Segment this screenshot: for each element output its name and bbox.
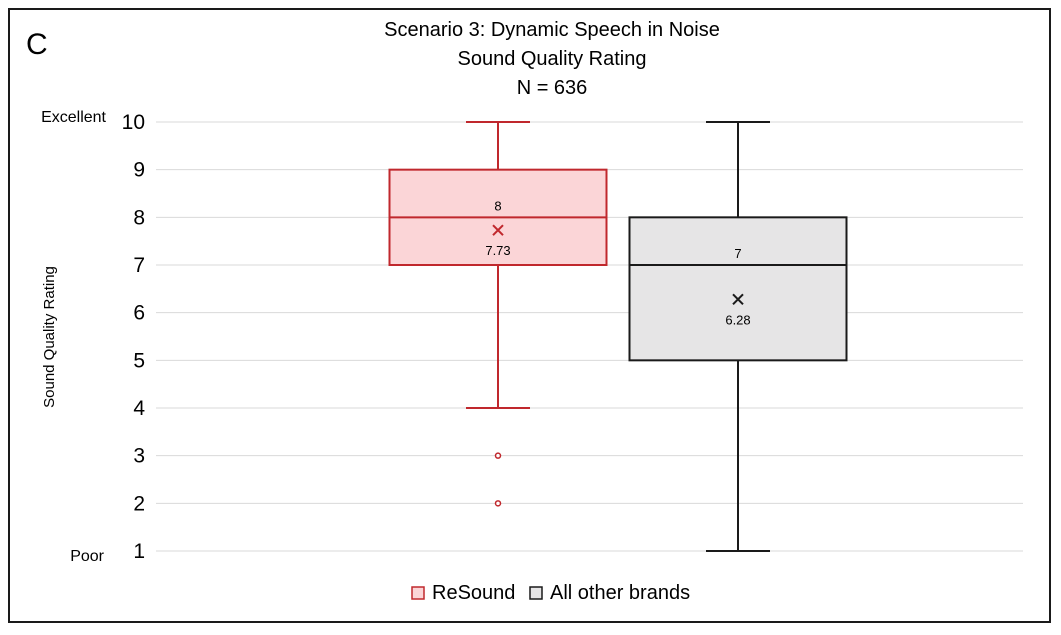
- box-other-brands: 76.28: [628, 121, 848, 552]
- chart-title: Scenario 3: Dynamic Speech in NoiseSound…: [384, 19, 720, 99]
- legend-label: All other brands: [550, 582, 690, 604]
- chart-title-line: N = 636: [517, 77, 588, 99]
- box-iqr: [628, 216, 848, 362]
- chart-title-line: Scenario 3: Dynamic Speech in Noise: [384, 19, 720, 41]
- legend-swatch: [529, 586, 543, 600]
- median-label: 7: [734, 246, 741, 261]
- y-end-label-top: Excellent: [41, 109, 106, 126]
- y-tick-label: 8: [133, 206, 145, 229]
- outlier-point: [494, 452, 502, 459]
- y-tick-label: 9: [133, 159, 145, 182]
- legend-label: ReSound: [432, 582, 515, 604]
- mean-marker: [732, 293, 744, 306]
- y-tick-label: 3: [133, 445, 145, 468]
- mean-label: 7.73: [485, 243, 510, 258]
- mean-label: 6.28: [725, 312, 750, 327]
- y-tick-label: 5: [133, 349, 145, 372]
- y-tick-label: 6: [133, 302, 145, 325]
- median-label: 8: [494, 198, 501, 213]
- y-tick-label: 4: [133, 397, 145, 420]
- panel-label: C: [26, 28, 48, 61]
- box-resound: 87.73: [388, 121, 608, 507]
- y-end-label-bottom: Poor: [70, 548, 104, 565]
- y-tick-label: 1: [133, 540, 145, 563]
- chart-frame: [8, 8, 1051, 623]
- outlier-point: [494, 500, 502, 507]
- chart-title-line: Sound Quality Rating: [457, 48, 646, 70]
- y-tick-label: 10: [122, 111, 145, 134]
- y-tick-label: 7: [133, 254, 145, 277]
- y-tick-labels: 1 2 3 4 5 6 7 8 9 10: [122, 111, 146, 563]
- legend-swatch: [411, 586, 425, 600]
- y-tick-label: 2: [133, 492, 145, 515]
- mean-marker: [492, 224, 504, 236]
- legend: ReSound All other brands: [411, 582, 690, 604]
- y-axis-label: Sound Quality Rating: [41, 266, 58, 408]
